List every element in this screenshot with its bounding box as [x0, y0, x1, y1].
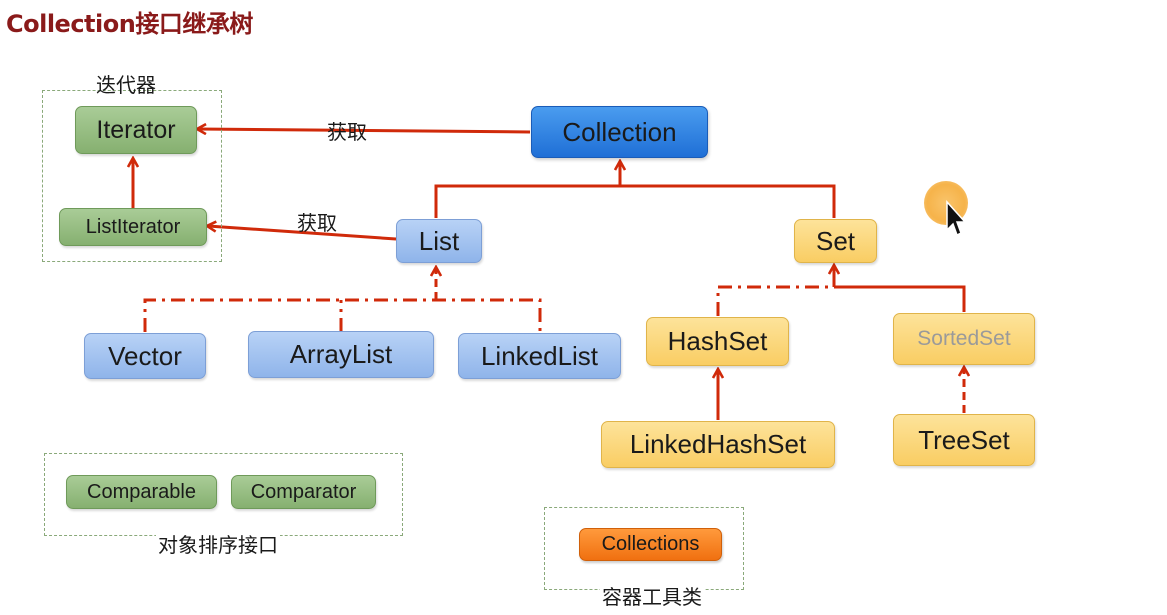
iterator-group-label: 迭代器 — [96, 73, 156, 97]
list-node: List — [396, 219, 482, 263]
mouse-pointer-icon — [946, 200, 967, 237]
container-tools-label: 容器工具类 — [600, 581, 704, 610]
comparable-node: Comparable — [66, 475, 217, 509]
arrow-collection-to-iterator — [198, 129, 531, 132]
arrow-list-to-listiterator — [208, 226, 397, 241]
arrow-sortedset-to-set — [834, 285, 966, 312]
arrow-list-set-to-collection — [434, 184, 836, 218]
vector-node: Vector — [84, 333, 206, 379]
sort-interfaces-label: 对象排序接口 — [156, 529, 280, 558]
comparator-node: Comparator — [231, 475, 376, 509]
obtain-label-1: 获取 — [327, 120, 367, 144]
obtain-label-2: 获取 — [297, 211, 337, 235]
arrow-implementations-to-list — [143, 298, 542, 332]
listiterator-node: ListIterator — [59, 208, 207, 246]
arraylist-node: ArrayList — [248, 331, 434, 378]
iterator-node: Iterator — [75, 106, 197, 154]
hashset-node: HashSet — [646, 317, 789, 366]
sortedset-node: SortedSet — [893, 313, 1035, 365]
linkedlist-node: LinkedList — [458, 333, 621, 379]
treeset-node: TreeSet — [893, 414, 1035, 466]
arrow-hashset-to-set — [716, 285, 834, 316]
set-node: Set — [794, 219, 877, 263]
page-title: Collection接口继承树 — [6, 10, 253, 38]
iterator-group-frame — [42, 90, 222, 262]
collection-node: Collection — [531, 106, 708, 158]
collections-node: Collections — [579, 528, 722, 561]
linkedhashset-node: LinkedHashSet — [601, 421, 835, 468]
